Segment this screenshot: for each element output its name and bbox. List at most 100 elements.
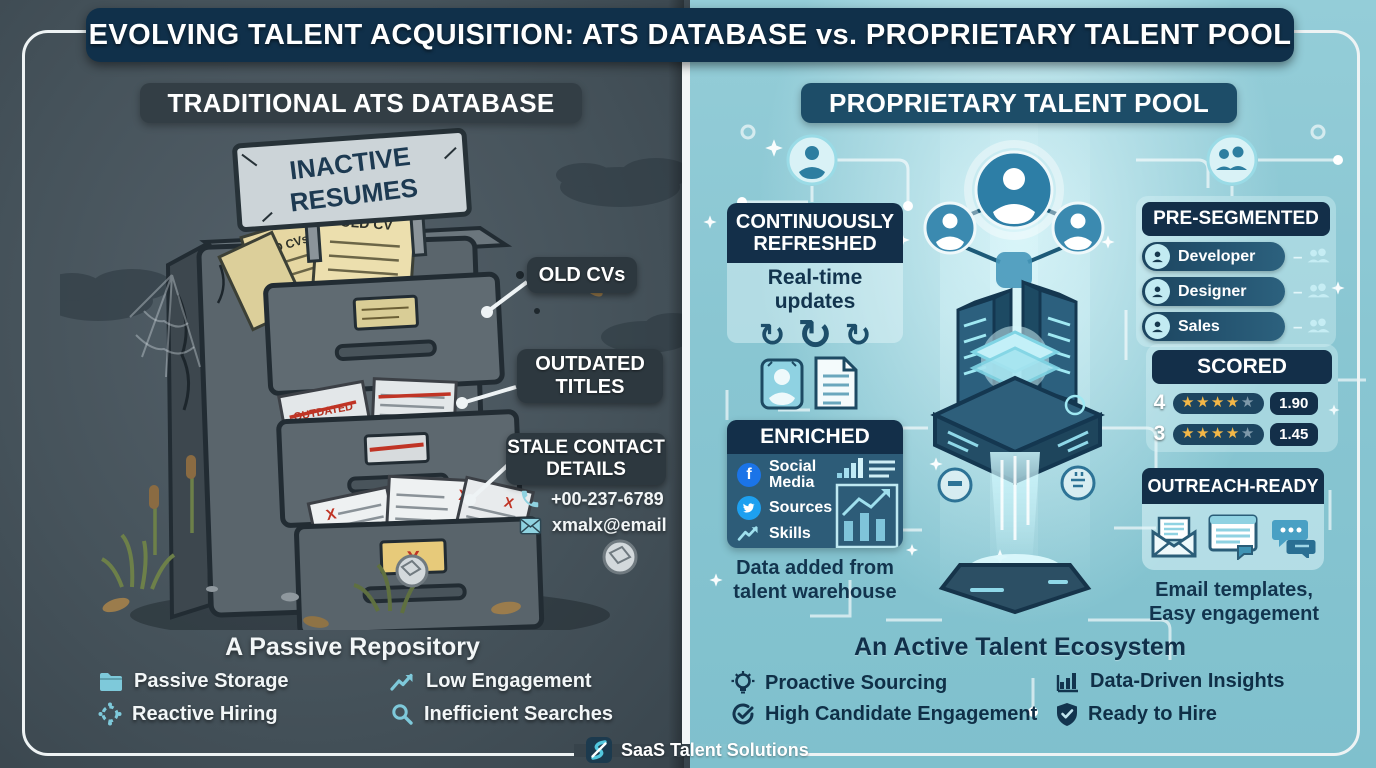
shield-check-icon <box>1057 703 1077 726</box>
star-icon: ★ <box>1181 393 1196 411</box>
role-label: Developer <box>1178 247 1256 265</box>
mail-icon <box>519 517 542 534</box>
page-title: EVOLVING TALENT ACQUISITION: ATS DATABAS… <box>88 18 1292 51</box>
enriched-title: ENRICHED <box>727 420 903 454</box>
check-circle-icon <box>732 703 754 725</box>
outreach-caption: Email templates, Easy engagement <box>1128 578 1340 626</box>
enriched-item-skills: Skills <box>737 525 835 543</box>
bullet-passive-storage: Passive Storage <box>98 670 289 693</box>
bullet-low-engagement: Low Engagement <box>390 670 592 693</box>
group-icon <box>1308 248 1330 263</box>
group-icon <box>1308 318 1330 333</box>
role-row-designer: Designer – <box>1142 277 1330 306</box>
refresh-icon: ↻ <box>797 311 833 358</box>
bullet-data-insights: Data-Driven Insights <box>1056 670 1284 693</box>
role-row-sales: Sales – <box>1142 312 1330 341</box>
filing-cabinet-illustration: OLD CVs OLD CV OUTDATED <box>60 127 690 630</box>
grass-decor <box>100 277 638 628</box>
refresh-icon: ↻ <box>844 317 872 353</box>
left-summary-title: A Passive Repository <box>225 633 480 661</box>
bullet-reactive-hiring: Reactive Hiring <box>98 702 278 726</box>
scored-card: SCORED 4 ★★★★★ 1.90 3 ★★★★★ 1.45 <box>1146 344 1338 452</box>
bullet-label: Low Engagement <box>426 670 592 692</box>
star-icon: ★ <box>1181 424 1196 442</box>
panel-edge-shade <box>668 0 684 768</box>
twitter-icon <box>737 496 761 520</box>
star-icon: ★ <box>1195 424 1211 442</box>
x-mark: X <box>503 494 516 512</box>
cloud-icon <box>60 158 690 353</box>
cabinet-drawer-top: OLD CVs OLD CV <box>217 199 505 396</box>
right-section-header: PROPRIETARY TALENT POOL <box>801 83 1237 123</box>
role-pill: Designer <box>1142 277 1285 306</box>
refresh-icon: ↻ <box>758 317 786 353</box>
score-count: 4 <box>1153 391 1166 414</box>
trend-up-icon <box>390 673 413 691</box>
bullet-label: Proactive Sourcing <box>765 671 948 694</box>
refreshed-card-body: Real-time updates ↻ ↻ ↻ <box>727 263 903 356</box>
title-banner: EVOLVING TALENT ACQUISITION: ATS DATABAS… <box>86 8 1294 62</box>
bullet-ready-to-hire: Ready to Hire <box>1056 702 1217 727</box>
spiderweb-icon <box>129 274 201 378</box>
scored-title: SCORED <box>1152 350 1332 384</box>
x-mark: X <box>325 506 338 525</box>
bar-chart-icon <box>1056 672 1078 692</box>
facebook-icon: f <box>737 463 761 487</box>
caption-line: Data added from <box>736 557 894 579</box>
enriched-item-social-media: f Social Media <box>737 459 835 491</box>
outreach-icons-panel <box>1142 504 1324 570</box>
role-label: Sales <box>1178 317 1220 335</box>
analytics-charts-icon <box>835 458 899 548</box>
avatar <box>1145 279 1170 304</box>
gear-icon <box>98 702 122 726</box>
brand-name: SaaS Talent Solutions <box>621 739 809 760</box>
left-section-header: TRADITIONAL ATS DATABASE <box>140 83 582 123</box>
template-message-icon <box>1208 514 1258 560</box>
star-icon: ★ <box>1210 393 1226 411</box>
chat-bubbles-icon <box>1272 520 1316 558</box>
phone-number: +00-237-6789 <box>551 488 664 509</box>
enriched-item-sources: Sources <box>737 496 835 520</box>
talent-network-diagram <box>786 134 1258 288</box>
group-node-icon <box>1206 134 1258 186</box>
bullet-high-engagement: High Candidate Engagement <box>731 702 1037 726</box>
avatar <box>1145 314 1170 339</box>
panel-divider <box>682 56 690 752</box>
enriched-item-label: Social Media <box>769 458 817 491</box>
bullet-label: Reactive Hiring <box>132 702 278 725</box>
role-pill: Developer <box>1142 242 1285 271</box>
star-rating: ★★★★★ <box>1173 423 1264 445</box>
email-icon <box>1151 516 1197 558</box>
star-icon: ★ <box>1195 393 1211 411</box>
email-address: xmalx@email <box>552 515 667 535</box>
search-icon <box>392 704 413 725</box>
phone-icon <box>521 490 539 508</box>
star-icon: ★ <box>1225 393 1241 411</box>
caption-line: Email templates, <box>1155 579 1313 601</box>
enriched-caption: Data added from talent warehouse <box>707 556 923 604</box>
score-row: 4 ★★★★★ 1.90 <box>1152 391 1332 415</box>
talent-pool-illustration <box>703 60 1366 717</box>
profile-badge-icon <box>760 358 804 410</box>
bullet-label: Ready to Hire <box>1088 703 1217 725</box>
group-icon <box>1308 283 1330 298</box>
score-count: 3 <box>1153 422 1166 445</box>
connector-dash: – <box>1293 281 1303 301</box>
callout-outdated-titles: OUTDATED TITLES <box>517 349 663 403</box>
role-row-developer: Developer – <box>1142 242 1330 271</box>
caption-line: Easy engagement <box>1148 603 1320 625</box>
score-row: 3 ★★★★★ 1.45 <box>1152 422 1332 446</box>
star-icon: ★ <box>1240 393 1256 411</box>
callout-line: OLD CVs <box>538 263 626 286</box>
score-badge: 1.45 <box>1269 422 1318 446</box>
callout-line: DETAILS <box>546 459 626 480</box>
outreach-ready-title: OUTREACH-READY <box>1142 468 1324 504</box>
star-icon: ★ <box>1225 424 1241 442</box>
folder-icon <box>100 672 122 691</box>
bullet-inefficient-searches: Inefficient Searches <box>390 702 613 726</box>
card-title-line: REFRESHED <box>753 233 877 255</box>
enriched-item-label: Sources <box>769 499 833 516</box>
card-title-line: CONTINUOUSLY <box>735 210 895 233</box>
callout-old-cvs: OLD CVs <box>527 257 637 293</box>
